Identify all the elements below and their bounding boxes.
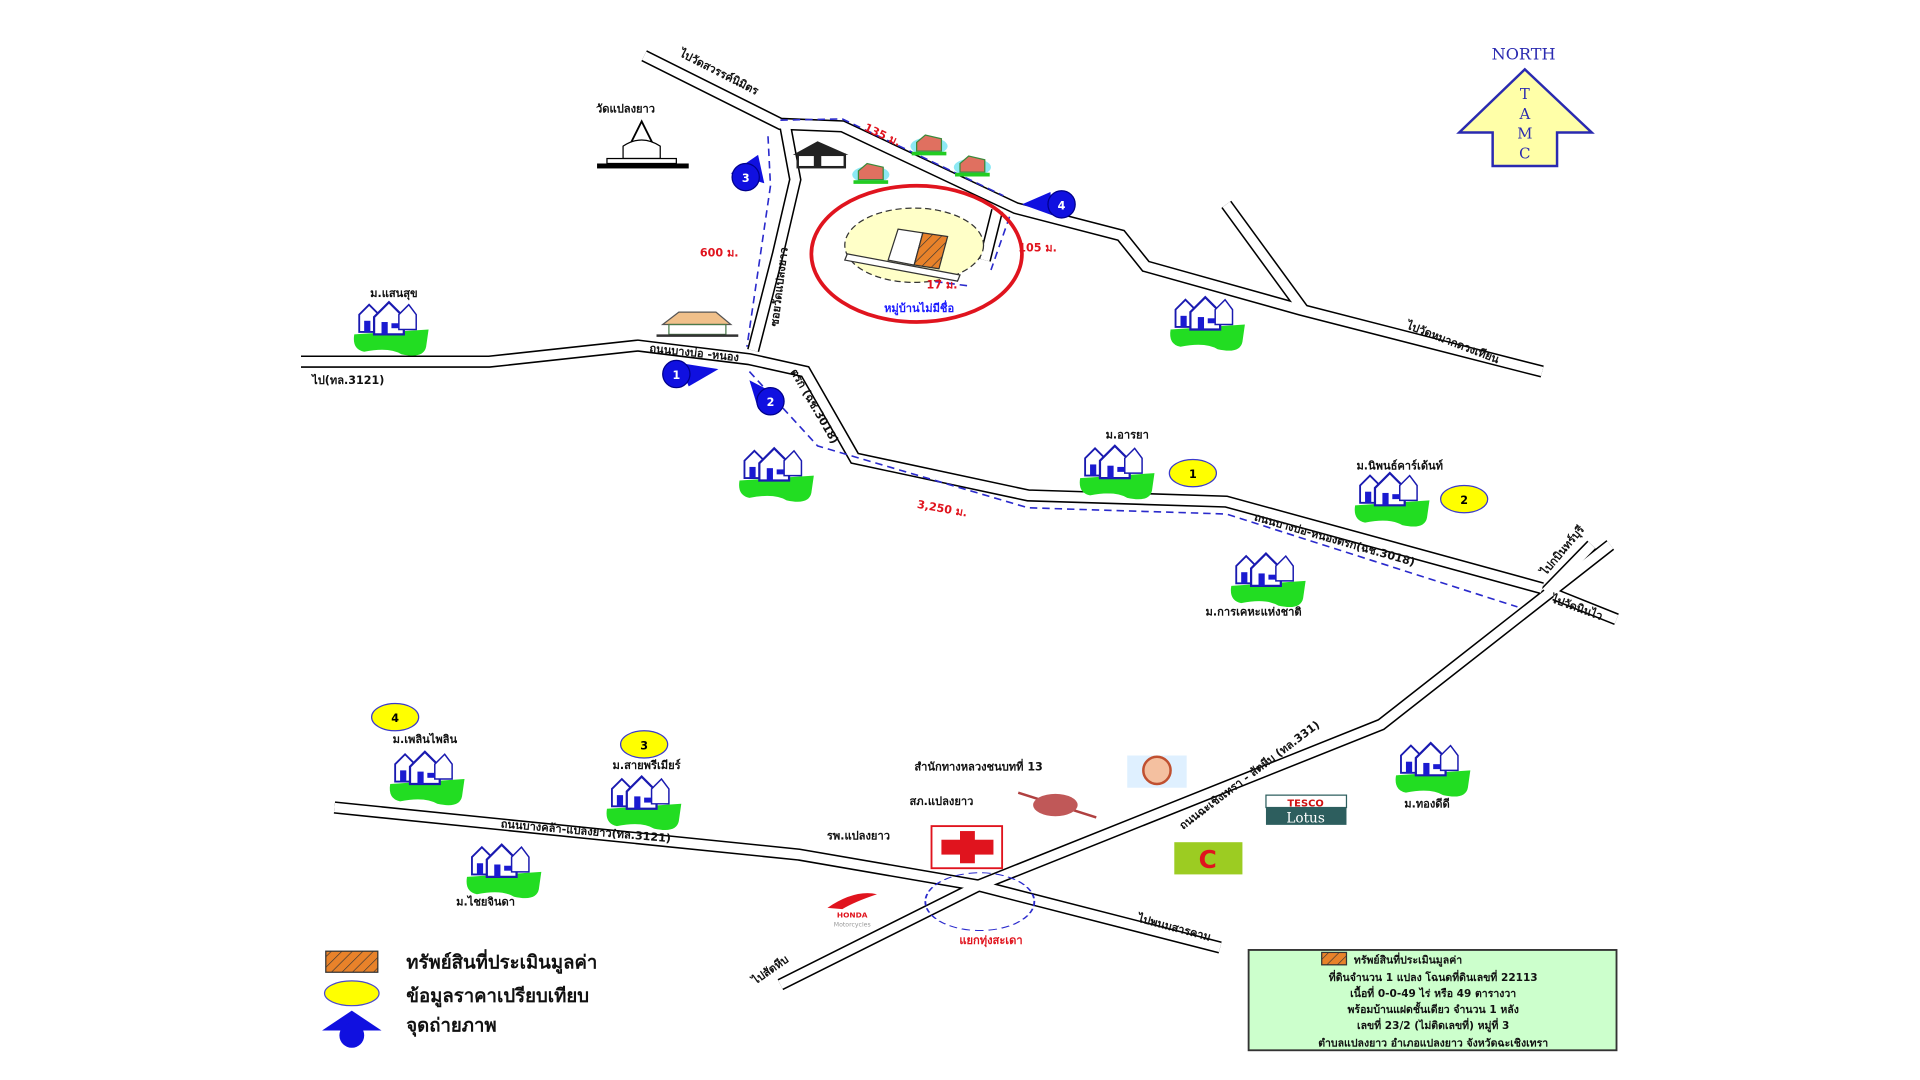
svg-text:4: 4 bbox=[391, 712, 399, 725]
legend: ทรัพย์สินที่ประเมินมูลค่า ข้อมูลราคาเปรี… bbox=[322, 949, 597, 1048]
small-house-icon bbox=[908, 133, 950, 157]
bigc-logo: C bbox=[1174, 842, 1243, 875]
road-label-route-3121: ไป(ทล.3121) bbox=[310, 373, 384, 387]
village-icon bbox=[1169, 296, 1247, 352]
svg-text:C: C bbox=[1199, 845, 1217, 874]
village-icon bbox=[1394, 742, 1472, 798]
svg-text:พร้อมบ้านแฝดชั้นเดียว จำนวน 1: พร้อมบ้านแฝดชั้นเดียว จำนวน 1 หลัง bbox=[1348, 1001, 1519, 1016]
svg-text:2: 2 bbox=[767, 396, 775, 409]
distance-3250: 3,250 ม. bbox=[916, 498, 968, 520]
distance-lines bbox=[746, 118, 1518, 608]
comparable-1[interactable]: 1 bbox=[1168, 458, 1218, 488]
village-icon bbox=[1229, 552, 1307, 609]
pavilion-icon bbox=[656, 311, 739, 337]
village-icon bbox=[352, 301, 430, 357]
wat-label: วัดแปลงยาว bbox=[596, 103, 655, 116]
svg-text:1: 1 bbox=[1189, 468, 1197, 481]
subject-property: หมู่บ้านไม่มีชื่อ bbox=[809, 183, 1024, 324]
legend-subject-swatch bbox=[325, 950, 379, 973]
village-thong-label: ม.ทองดีดี bbox=[1404, 798, 1449, 811]
village-ploen-label: ม.เพลินไพลิน bbox=[393, 732, 458, 746]
photo-point-4[interactable]: 4 bbox=[1021, 190, 1076, 219]
svg-text:2: 2 bbox=[1460, 494, 1468, 507]
legend-comparable-label: ข้อมูลราคาเปรียบเทียบ bbox=[406, 985, 589, 1008]
small-house-icon bbox=[951, 154, 993, 178]
svg-text:Lotus: Lotus bbox=[1286, 810, 1324, 826]
junction-circle bbox=[924, 872, 1036, 932]
north-label: NORTH bbox=[1492, 44, 1556, 63]
honda-logo: HONDA Motorcycles bbox=[827, 893, 878, 928]
village-nipon-label: ม.นิพนธ์คาร์เด้นท์ bbox=[1356, 458, 1443, 472]
svg-text:เนื้อที่ 0-0-49 ไร่ หรือ 49 ตา: เนื้อที่ 0-0-49 ไร่ หรือ 49 ตารางวา bbox=[1350, 985, 1516, 1000]
photo-point-3[interactable]: 3 bbox=[730, 154, 765, 192]
village-karakade-label: ม.การเคหะแห่งชาติ bbox=[1206, 606, 1302, 619]
village-icon bbox=[1078, 444, 1156, 501]
village-icon bbox=[605, 775, 683, 832]
village-icon bbox=[737, 447, 815, 503]
village-chai-label: ม.ไชยจินดา bbox=[456, 894, 515, 908]
road-network bbox=[301, 50, 1619, 991]
svg-text:1: 1 bbox=[672, 369, 680, 382]
svg-text:M: M bbox=[1517, 125, 1532, 143]
distance-105: 105 ม. bbox=[1018, 241, 1057, 254]
village-araya-label: ม.อารยา bbox=[1106, 428, 1149, 441]
photo-point-1[interactable]: 1 bbox=[662, 359, 719, 389]
road-label-wat-nin: ไปวัดนินไว bbox=[1548, 591, 1605, 623]
svg-text:HONDA: HONDA bbox=[837, 911, 868, 920]
svg-text:A: A bbox=[1518, 105, 1530, 123]
comparable-4[interactable]: 4 bbox=[370, 702, 420, 732]
village-icon bbox=[465, 843, 543, 900]
svg-text:Motorcycles: Motorcycles bbox=[834, 921, 871, 928]
village-label: หมู่บ้านไม่มีชื่อ bbox=[884, 300, 954, 316]
info-title: ทรัพย์สินที่ประเมินมูลค่า bbox=[1354, 952, 1462, 968]
svg-text:TESCO: TESCO bbox=[1287, 798, 1323, 809]
north-arrow: NORTH T A M C bbox=[1456, 44, 1595, 168]
police-logo bbox=[1017, 791, 1097, 819]
comparable-3[interactable]: 3 bbox=[619, 730, 669, 759]
temple-icon bbox=[597, 119, 689, 169]
tesco-lotus-logo: TESCO Lotus bbox=[1265, 794, 1348, 826]
distance-600: 600 ม. bbox=[700, 246, 739, 259]
svg-text:เลขที่ 23/2 (ไม่ติดเลขที่) หมู: เลขที่ 23/2 (ไม่ติดเลขที่) หมู่ที่ 3 bbox=[1357, 1017, 1509, 1033]
hospital-cross-icon bbox=[930, 825, 1004, 870]
village-sai-label: ม.สายพรีเมียร์ bbox=[613, 758, 681, 772]
legend-comparable-swatch bbox=[323, 980, 380, 1007]
comparable-2[interactable]: 2 bbox=[1440, 484, 1489, 514]
svg-text:3: 3 bbox=[742, 172, 750, 185]
svg-text:4: 4 bbox=[1058, 199, 1066, 212]
village-icon bbox=[1353, 472, 1431, 528]
police-label: สภ.แปลงยาว bbox=[909, 795, 973, 808]
photo-point-2[interactable]: 2 bbox=[749, 380, 785, 416]
svg-text:T: T bbox=[1520, 85, 1530, 103]
distance-17: 17 ม. bbox=[927, 279, 958, 292]
village-icon bbox=[388, 750, 466, 807]
svg-text:ที่ดินจำนวน 1 แปลง โฉนดที่ดินเ: ที่ดินจำนวน 1 แปลง โฉนดที่ดินเลขที่ 2211… bbox=[1329, 969, 1538, 984]
small-house-icon bbox=[850, 161, 892, 186]
legend-photo-label: จุดถ่ายภาพ bbox=[406, 1016, 496, 1038]
svg-text:ตำบลแปลงยาว อำเภอแปลงยาว จังหว: ตำบลแปลงยาว อำเภอแปลงยาว จังหวัดฉะเชิงเท… bbox=[1318, 1038, 1548, 1050]
svg-text:3: 3 bbox=[640, 739, 648, 752]
village-saen-suk-label: ม.แสนสุข bbox=[370, 287, 418, 301]
road-label-main-a: ถนนบางบ่อ -หนอง bbox=[649, 342, 740, 364]
junction-label: แยกทุ่งสะเดา bbox=[959, 934, 1022, 948]
svg-text:C: C bbox=[1519, 145, 1530, 163]
legend-photo-icon bbox=[322, 1010, 382, 1048]
highway-office-logo bbox=[1127, 755, 1187, 788]
property-info-box: ทรัพย์สินที่ประเมินมูลค่า ที่ดินจำนวน 1 … bbox=[1247, 949, 1618, 1052]
hospital-label: รพ.แปลงยาว bbox=[827, 830, 890, 843]
highway-office-label: สำนักทางหลวงชนบทที่ 13 bbox=[914, 758, 1042, 773]
house-icon bbox=[792, 141, 849, 169]
legend-subject-label: ทรัพย์สินที่ประเมินมูลค่า bbox=[406, 949, 597, 975]
